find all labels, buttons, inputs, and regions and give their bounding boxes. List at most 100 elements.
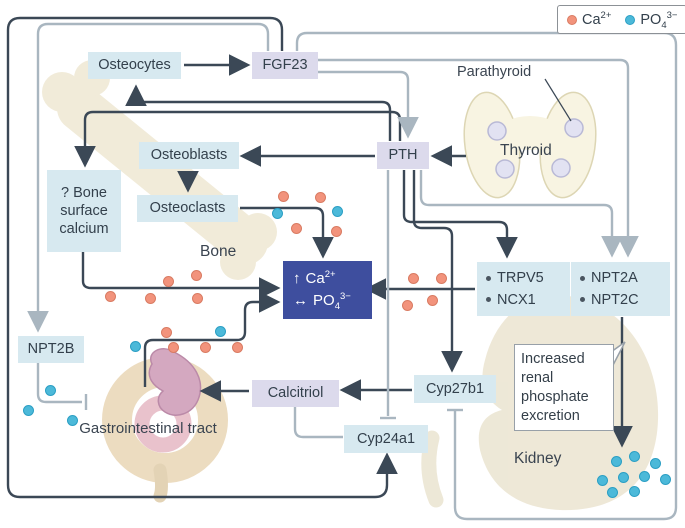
- po4-dot: [331, 205, 343, 217]
- node-calcitriol-label: Calcitriol: [267, 385, 324, 402]
- ca-dot: [290, 222, 302, 234]
- node-bone-surface-calcium: ? Bone surface calcium: [47, 170, 121, 252]
- ca-dot: [330, 225, 342, 237]
- label-bone: Bone: [200, 243, 237, 260]
- ca-dot: [167, 341, 179, 353]
- node-osteocytes-label: Osteocytes: [98, 57, 171, 74]
- serum-po4-row: ↔PO43−: [293, 290, 351, 312]
- node-pth: PTH: [377, 142, 429, 169]
- legend-calcium-label: Ca2+: [582, 9, 612, 28]
- bullet-dot: [580, 275, 585, 281]
- label-kidney: Kidney: [514, 450, 562, 467]
- label-gastrointestinal-tract: Gastrointestinal tract: [79, 420, 217, 437]
- po4-dot: [649, 457, 661, 469]
- node-calcitriol: Calcitriol: [252, 380, 339, 407]
- node-npt2b: NPT2B: [18, 336, 84, 363]
- node-serum-ca-po4: ↑Ca2+ ↔PO43−: [283, 261, 372, 319]
- po4-dot: [610, 455, 622, 467]
- arrow-fgf23-to-cyp24a1-loop: [6, 16, 398, 499]
- ca-dot: [231, 341, 243, 353]
- node-npt2b-label: NPT2B: [27, 341, 75, 358]
- node-cyp24a1-label: Cyp24a1: [356, 430, 416, 447]
- legend-phosphate: PO43−: [625, 9, 678, 31]
- node-bone-surface-calcium-label: ? Bone surface calcium: [59, 184, 109, 238]
- legend-calcium: Ca2+: [567, 9, 612, 28]
- bullet-dot: [486, 275, 491, 281]
- label-parathyroid: Parathyroid: [457, 64, 532, 80]
- parathyroid-gland: [495, 159, 515, 179]
- bullet-dot: [486, 297, 491, 303]
- po4-dot: [617, 471, 629, 483]
- up-arrow-icon: ↑: [293, 269, 301, 287]
- dark-arrows: [6, 16, 633, 499]
- excretion-callout: Increased renal phosphate excretion: [514, 344, 614, 432]
- node-osteoclasts: Osteoclasts: [137, 195, 238, 222]
- parathyroid-gland: [551, 158, 571, 178]
- po4-dot: [596, 474, 608, 486]
- parathyroid-pointer-line: [544, 78, 572, 122]
- bullet-dot: [580, 297, 585, 303]
- arrow-pth-to-bone-surface: [74, 110, 402, 168]
- ca-dot: [199, 341, 211, 353]
- node-osteoclasts-label: Osteoclasts: [149, 200, 226, 217]
- arrow-pth-to-osteocytes: [125, 84, 392, 141]
- phosphate-dot-icon: [625, 14, 636, 25]
- list-item: NPT2A: [580, 269, 638, 287]
- serum-ca-row: ↑Ca2+: [293, 268, 336, 287]
- ca-dot: [314, 191, 326, 203]
- arrow-fgf23-to-npt2b: [27, 22, 270, 333]
- ca-dot: [407, 272, 419, 284]
- node-fgf23: FGF23: [252, 52, 318, 79]
- calcium-dot-icon: [567, 14, 577, 25]
- ca-dot: [144, 292, 156, 304]
- node-cyp27b1: Cyp27b1: [414, 375, 496, 403]
- node-cyp27b1-label: Cyp27b1: [425, 380, 485, 397]
- double-arrow-icon: ↔: [293, 291, 308, 309]
- arrow-fgf23-to-pth: [318, 70, 419, 139]
- ca-dot: [435, 272, 447, 284]
- po4-dot: [638, 470, 650, 482]
- legend-phosphate-label: PO43−: [640, 9, 678, 31]
- gray-arrows: [27, 22, 678, 521]
- po4-dot: [271, 207, 283, 219]
- po4-dot: [214, 325, 226, 337]
- ca-dot: [160, 326, 172, 338]
- node-cyp24a1: Cyp24a1: [344, 425, 428, 453]
- ca-dot: [277, 190, 289, 202]
- thyroid-illustration: [463, 78, 597, 199]
- parathyroid-gland: [487, 121, 507, 141]
- inhibit-fgf23-to-cyp27b1-loop: [295, 31, 678, 521]
- arrow-bone-surface-to-serum: [81, 252, 281, 299]
- po4-dot: [44, 384, 56, 396]
- node-pth-label: PTH: [388, 147, 418, 164]
- po4-dot: [628, 450, 640, 462]
- arrow-osteoclasts-to-serum: [240, 206, 334, 259]
- inhibit-npt2b-to-gi: [36, 358, 82, 404]
- arrow-pth-to-trpv5: [402, 170, 518, 259]
- node-npt2a-npt2c: NPT2A NPT2C: [571, 262, 670, 316]
- node-osteocytes: Osteocytes: [88, 52, 181, 79]
- legend: Ca2+ PO43−: [557, 5, 685, 34]
- node-osteoblasts: Osteoblasts: [139, 142, 239, 169]
- arrow-fgf23-to-npt2a: [318, 58, 639, 258]
- ca-dot: [104, 290, 116, 302]
- arrow-gi-to-serum: [143, 291, 281, 387]
- ca-dot: [190, 269, 202, 281]
- po4-dot: [606, 486, 618, 498]
- list-item: NPT2C: [580, 291, 639, 309]
- po4-dot: [129, 340, 141, 352]
- list-item: TRPV5: [486, 269, 544, 287]
- label-thyroid: Thyroid: [500, 142, 552, 159]
- po4-dot: [659, 473, 671, 485]
- gi-tract-illustration: [102, 348, 228, 503]
- excretion-callout-text: Increased renal phosphate excretion: [521, 351, 589, 424]
- list-item: NCX1: [486, 291, 536, 309]
- po4-dot: [66, 414, 78, 426]
- inhibit-cyp24a1-to-calcitriol: [293, 407, 343, 439]
- ca-dot: [162, 275, 174, 287]
- ca-dot: [426, 294, 438, 306]
- ca-dot: [401, 299, 413, 311]
- node-fgf23-label: FGF23: [262, 57, 308, 74]
- po4-dot: [22, 404, 34, 416]
